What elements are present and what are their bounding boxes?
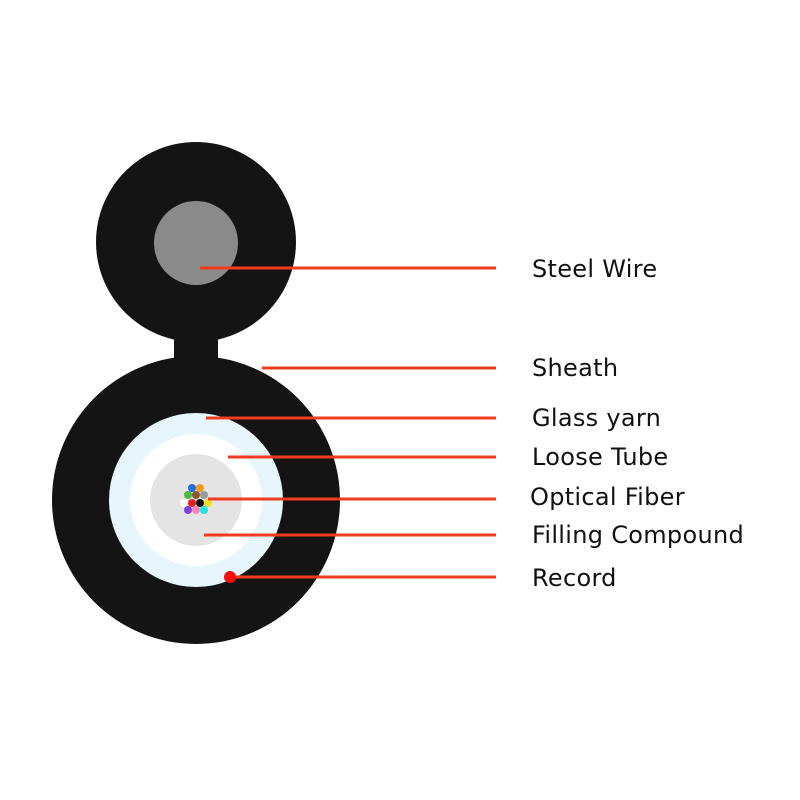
fiber-icon xyxy=(200,491,208,499)
fiber-icon xyxy=(204,499,212,507)
leader-lines xyxy=(200,266,496,579)
fiber-icon xyxy=(196,484,204,492)
label-optical-fiber: Optical Fiber xyxy=(530,483,685,511)
label-steel-wire: Steel Wire xyxy=(532,255,658,283)
fiber-icon xyxy=(180,499,188,507)
fiber-icon xyxy=(200,506,208,514)
label-sheath: Sheath xyxy=(532,354,619,382)
record-dot xyxy=(224,571,236,583)
steel-wire xyxy=(154,201,238,285)
label-loose-tube: Loose Tube xyxy=(532,443,669,471)
fiber-icon xyxy=(184,506,192,514)
label-record: Record xyxy=(532,564,617,592)
label-filling-compound: Filling Compound xyxy=(532,521,744,549)
optical-fiber-bundle xyxy=(180,484,212,514)
fiber-icon xyxy=(188,499,196,507)
fiber-icon xyxy=(192,506,200,514)
fiber-icon xyxy=(196,499,204,507)
fiber-icon xyxy=(188,484,196,492)
label-glass-yarn: Glass yarn xyxy=(532,404,662,432)
filling-compound xyxy=(150,454,242,546)
fiber-icon xyxy=(184,491,192,499)
fiber-icon xyxy=(192,491,200,499)
